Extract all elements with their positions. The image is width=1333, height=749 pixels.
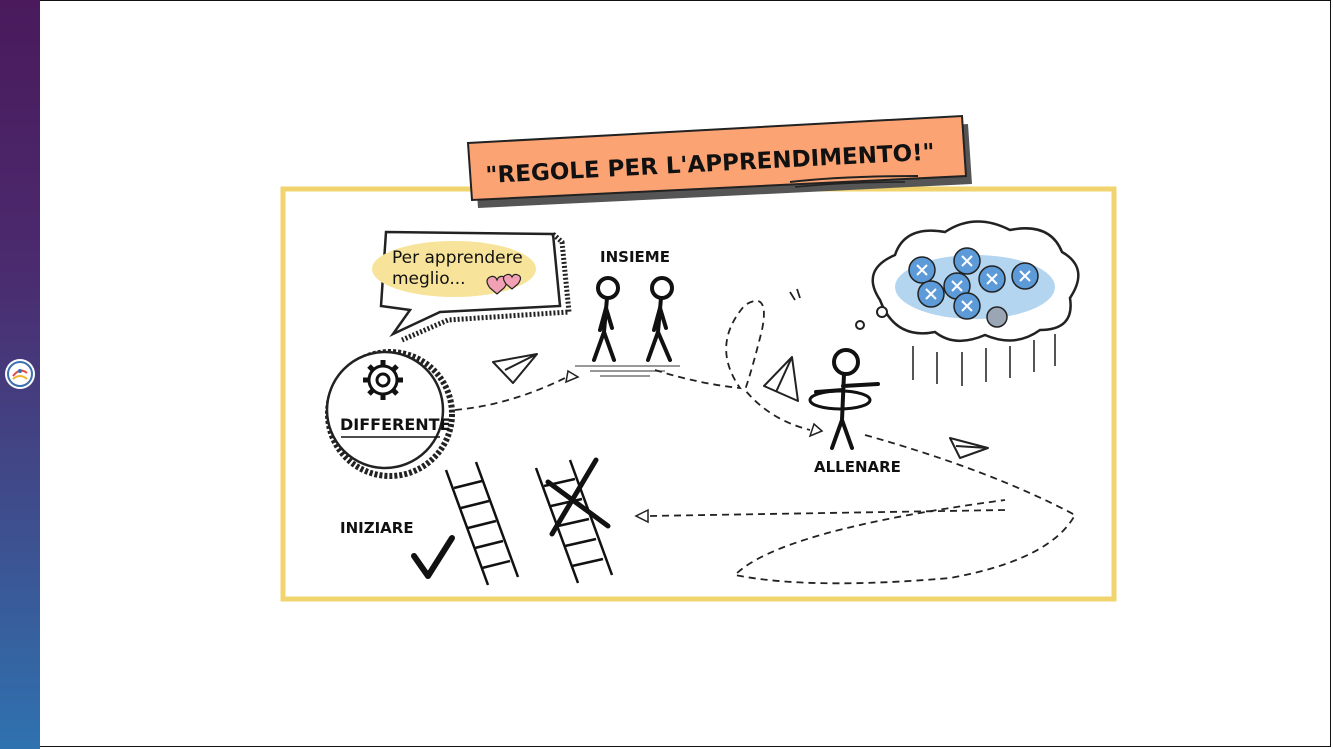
differente-badge: DIFFERENTE	[325, 349, 455, 479]
dashed-flow-path	[454, 300, 1077, 585]
checkmark-icon	[411, 535, 455, 579]
bomb-icon	[986, 306, 1008, 328]
label-insieme: INSIEME	[600, 248, 670, 266]
cross-mark-icon	[545, 457, 611, 537]
paper-plane-icon	[492, 353, 989, 459]
gear-icon	[363, 360, 403, 400]
heart-icon	[486, 273, 522, 295]
label-differente: DIFFERENTE	[340, 415, 451, 434]
hula-hoop-person	[808, 348, 880, 450]
bubble-line1: Per apprendere	[392, 248, 523, 268]
arrowhead	[808, 422, 824, 438]
logo-icon[interactable]	[5, 359, 35, 389]
spark-lines	[789, 288, 801, 301]
speech-bubble: Per apprendere meglio...	[372, 230, 572, 343]
ladder-icon-ok	[444, 461, 520, 586]
thought-cloud	[855, 220, 1080, 386]
bubble-line2: meglio...	[392, 269, 466, 289]
walking-people	[592, 276, 674, 362]
title-banner: "REGOLE PER L'APPRENDIMENTO!"	[466, 114, 972, 208]
arrowhead	[565, 369, 580, 384]
ground-lines	[575, 365, 680, 377]
arrowhead	[634, 508, 649, 524]
label-allenare: ALLENARE	[814, 458, 901, 476]
sidebar	[0, 0, 40, 749]
label-iniziare: INIZIARE	[340, 519, 414, 537]
